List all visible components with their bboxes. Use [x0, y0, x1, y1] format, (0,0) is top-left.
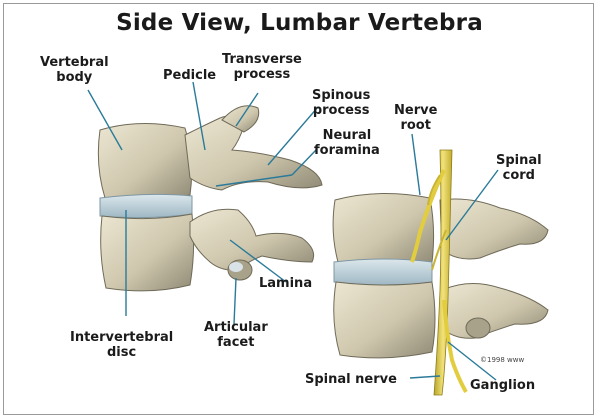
label-spinal-cord: Spinal cord [496, 153, 542, 183]
right-disc [334, 259, 432, 285]
label-lamina: Lamina [259, 276, 312, 291]
label-transverse-process: Transverse process [222, 52, 302, 82]
label-spinous-process: Spinous process [312, 88, 370, 118]
intervertebral-disc-shape [100, 194, 192, 217]
label-nerve-root: Nerve root [394, 103, 437, 133]
left-vertebra [98, 106, 322, 291]
right-posterior-lower [442, 283, 548, 338]
right-lower-body [334, 282, 435, 358]
upper-vertebral-body [98, 123, 191, 199]
label-articular-facet: Articular facet [204, 320, 268, 350]
label-ganglion: Ganglion [470, 378, 535, 393]
label-pedicle: Pedicle [163, 68, 216, 83]
label-intervertebral-disc: Intervertebral disc [70, 330, 173, 360]
label-vertebral-body: Vertebral body [40, 55, 109, 85]
diagram-title: Side View, Lumbar Vertebra [0, 10, 599, 36]
right-posterior-upper [440, 199, 548, 259]
label-neural-foramina: Neural foramina [314, 128, 380, 158]
lower-posterior-elements [190, 209, 314, 270]
label-spinal-nerve: Spinal nerve [305, 372, 397, 387]
lower-vertebral-body [101, 214, 194, 291]
right-upper-body [333, 193, 434, 265]
copyright-mark: ©1998 www [480, 356, 524, 364]
